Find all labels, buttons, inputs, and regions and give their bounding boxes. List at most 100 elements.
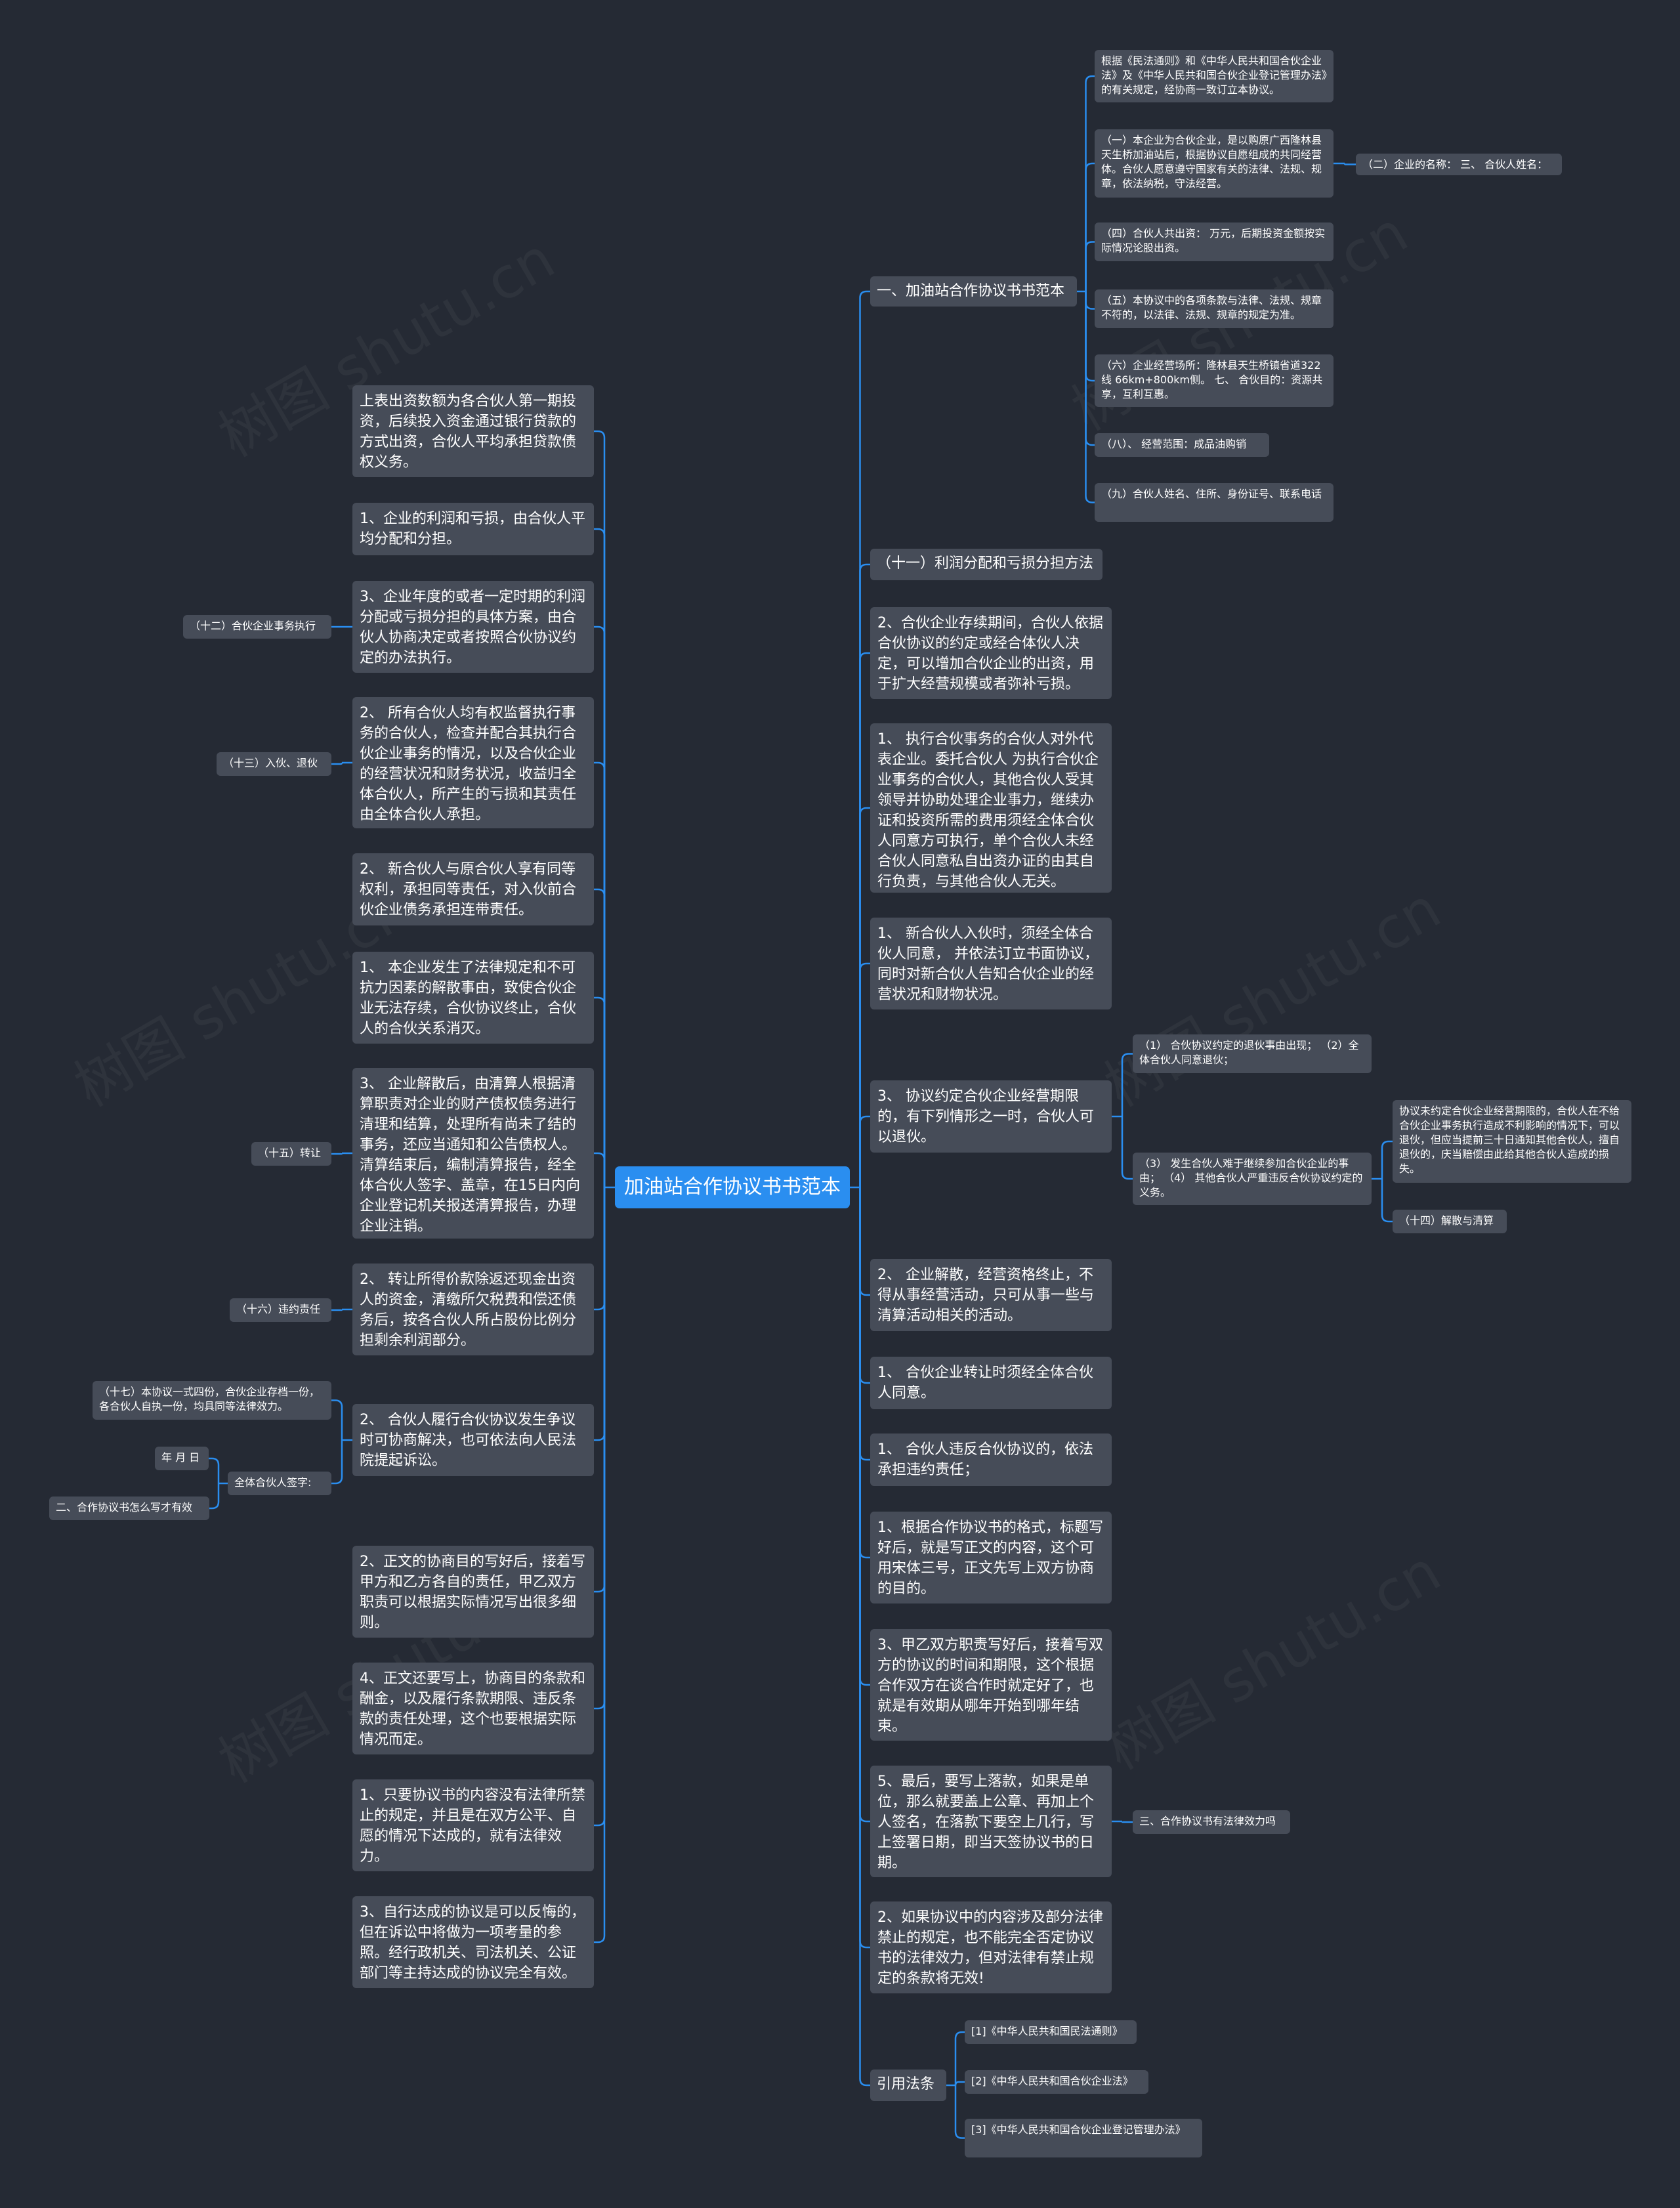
connector-line xyxy=(859,1187,870,1686)
topic-node[interactable]: 1、 执行合伙事务的合伙人对外代表企业。委托合伙人 为执行合伙企业事务的合伙人，… xyxy=(870,723,1112,893)
connector-line xyxy=(859,1187,870,1559)
topic-node[interactable]: 3、企业年度的或者一定时期的利润分配或亏损分担的具体方案，由合伙人协商决定或者按… xyxy=(352,581,594,673)
topic-node[interactable]: 2、 企业解散，经营资格终止，不得从事经营活动，只可从事一些与清算活动相关的活动… xyxy=(870,1259,1112,1331)
connector-line xyxy=(859,1187,870,1296)
subtopic-node[interactable]: 三、合作协议书有法律效力吗 xyxy=(1133,1810,1290,1834)
connector-line xyxy=(1121,1053,1133,1116)
topic-node[interactable]: 1、 新合伙人入伙时，须经全体合伙人同意， 并依法订立书面协议，同时对新合伙人告… xyxy=(870,918,1112,1009)
topic-node[interactable]: 5、最后，要写上落款，如果是单位，那么就要盖上公章、再加上个人签名，在落款下要空… xyxy=(870,1766,1112,1877)
connector-line xyxy=(859,290,870,1187)
subtopic-node[interactable]: （六）企业经营场所：隆林县天生桥镇省道322线 66km+800km侧。 七、 … xyxy=(1095,354,1334,407)
topic-node[interactable]: 2、 转让所得价款除返还现金出资人的资金，清缴所欠税费和偿还债务后，按各合伙人所… xyxy=(352,1263,594,1355)
connector-line xyxy=(859,962,870,1187)
connector-line xyxy=(594,1187,606,1311)
connector-line xyxy=(1085,291,1095,382)
topic-node[interactable]: 1、 本企业发生了法律规定和不可抗力因素的解散事由，致使合伙企业无法存续，合伙协… xyxy=(352,952,594,1044)
connector-line xyxy=(859,807,870,1187)
connector-line xyxy=(594,1187,606,1441)
subtopic-node[interactable]: （二）企业的名称： 三、 合伙人姓名： xyxy=(1356,154,1562,175)
connector-line xyxy=(209,1483,220,1510)
connector-line xyxy=(859,652,870,1187)
subtopic-node[interactable]: 全体合伙人签字: xyxy=(228,1472,331,1495)
connector-line xyxy=(859,1187,870,1461)
topic-node[interactable]: 3、甲乙双方职责写好后，接着写双方的协议的时间和期限，这个根据合作双方在谈合作时… xyxy=(870,1629,1112,1741)
topic-node[interactable]: 1、企业的利润和亏损，由合伙人平均分配和分担。 xyxy=(352,503,594,555)
subtopic-node[interactable]: 协议未约定合伙企业经营期限的，合伙人在不给合伙企业事务执行造成不利影响的情况下，… xyxy=(1393,1100,1631,1183)
subtopic-node[interactable]: （3） 发生合伙人难于继续参加合伙企业的事由； （4） 其他合伙人严重违反合伙协… xyxy=(1133,1153,1372,1205)
topic-node[interactable]: 3、自行达成的协议是可以反悔的，但在诉讼中将做为一项考量的参照。经行政机关、司法… xyxy=(352,1896,594,1988)
connector-line xyxy=(1381,1140,1393,1179)
connector-line xyxy=(594,528,606,1187)
topic-node[interactable]: 2、合伙企业存续期间，合伙人依据合伙协议的约定或经合体伙人决定，可以增加合伙企业… xyxy=(870,607,1112,699)
topic-node[interactable]: 引用法条 xyxy=(870,2070,946,2101)
connector-line xyxy=(331,1440,343,1485)
topic-node[interactable]: 2、 新合伙人与原合伙人享有同等权利，承担同等责任，对入伙前合伙企业债务承担连带… xyxy=(352,853,594,925)
subtopic-node[interactable]: （1） 合伙协议约定的退伙事由出现； （2）全体合伙人同意退伙； xyxy=(1133,1034,1372,1073)
connector-line xyxy=(859,1115,870,1187)
topic-node[interactable]: 2、如果协议中的内容涉及部分法律禁止的规定，也不能完全否定协议书的法律效力，但对… xyxy=(870,1901,1112,1993)
connector-line xyxy=(209,1457,220,1483)
subtopic-node[interactable]: 根据《民法通则》和《中华人民共和国合伙企业法》及《中华人民共和国合伙企业登记管理… xyxy=(1095,50,1334,102)
subtopic-node[interactable]: （十五）转让 xyxy=(251,1142,331,1166)
connector-line xyxy=(1085,291,1095,446)
topic-node[interactable]: 2、 所有合伙人均有权监督执行事务的合伙人，检查并配合其执行合伙企业事务的情况，… xyxy=(352,697,594,828)
connector-line xyxy=(594,888,606,1187)
subtopic-node[interactable]: （十四）解散与清算 xyxy=(1393,1210,1507,1233)
connector-line xyxy=(1343,163,1356,165)
connector-line xyxy=(859,1187,870,1823)
connector-line xyxy=(594,761,606,1187)
topic-node[interactable]: 2、正文的协商目的写好后，接着写甲方和乙方各自的责任，甲乙双方职责可以根据实际情… xyxy=(352,1546,594,1638)
connector-line xyxy=(594,1152,606,1187)
topic-node[interactable]: （十一）利润分配和亏损分担方法 xyxy=(870,549,1102,580)
root-topic[interactable]: 加油站合作协议书书范本 xyxy=(615,1166,850,1208)
connector-line xyxy=(859,563,870,1187)
subtopic-node[interactable]: （五）本协议中的各项条款与法律、法规、规章不符的，以法律、法规、规章的规定为准。 xyxy=(1095,289,1334,328)
connector-line xyxy=(859,1187,870,1384)
topic-node[interactable]: 上表出资数额为各合伙人第一期投资，后续投入资金通过银行贷款的方式出资，合伙人平均… xyxy=(352,385,594,477)
subtopic-node[interactable]: （十七）本协议一式四份，合伙企业存档一份，各合伙人自执一份，均具同等法律效力。 xyxy=(93,1381,331,1420)
subtopic-node[interactable]: （一）本企业为合伙企业，是以购原广西隆林县天生桥加油站后，根据协议自愿组成的共同… xyxy=(1095,129,1334,198)
connector-line xyxy=(594,1187,606,1593)
connector-line xyxy=(954,2081,965,2086)
topic-node[interactable]: 一、加油站合作协议书书范本 xyxy=(870,276,1077,307)
connector-line xyxy=(331,762,343,765)
topic-node[interactable]: 2、 合伙人履行合伙协议发生争议时可协商解决，也可依法向人民法院提起诉讼。 xyxy=(352,1404,594,1476)
topic-node[interactable]: 1、只要协议书的内容没有法律所禁止的规定，并且是在双方公平、自愿的情况下达成的，… xyxy=(352,1779,594,1871)
connector-line xyxy=(1085,162,1095,291)
subtopic-node[interactable]: [3]《中华人民共和国合伙企业登记管理办法》 xyxy=(965,2119,1202,2157)
topic-node[interactable]: 1、 合伙人违反合伙协议的，依法承担违约责任； xyxy=(870,1433,1112,1486)
connector-line xyxy=(1085,75,1095,291)
connector-line xyxy=(1121,1116,1133,1180)
connector-line xyxy=(954,2031,965,2085)
subtopic-node[interactable]: [1]《中华人民共和国民法通则》 xyxy=(965,2020,1137,2044)
subtopic-node[interactable]: 年 月 日 xyxy=(155,1447,209,1470)
topic-node[interactable]: 3、 企业解散后，由清算人根据清算职责对企业的财产债权债务进行清理和结算，处理所… xyxy=(352,1068,594,1239)
connector-line xyxy=(1085,291,1095,310)
connector-line xyxy=(859,1187,870,1949)
connector-line xyxy=(1381,1179,1393,1223)
connector-line xyxy=(594,996,606,1187)
subtopic-node[interactable]: （四）合伙人共出资： 万元，后期投资金额按实际情况论股出资。 xyxy=(1095,223,1334,261)
subtopic-node[interactable]: （九）合伙人姓名、住所、身份证号、联系电话 xyxy=(1095,483,1334,522)
connector-line xyxy=(594,1187,606,1827)
subtopic-node[interactable]: （十六）违约责任 xyxy=(230,1298,331,1322)
connector-line xyxy=(331,1153,343,1155)
connector-line xyxy=(1121,1821,1133,1823)
topic-node[interactable]: 3、 协议约定合伙企业经营期限的，有下列情形之一时，合伙人可以退伙。 xyxy=(870,1080,1112,1153)
connector-line xyxy=(594,1187,606,1943)
connector-line xyxy=(954,2085,965,2139)
subtopic-node[interactable]: （十三）入伙、退伙 xyxy=(217,752,331,776)
subtopic-node[interactable]: （八）、 经营范围：成品油购销 xyxy=(1095,433,1269,457)
topic-node[interactable]: 1、根据合作协议书的格式，标题写好后，就是写正文的内容，这个可用宋体三号，正文先… xyxy=(870,1512,1112,1603)
topic-node[interactable]: 4、正文还要写上，协商目的条款和酬金，以及履行条款期限、违反条款的责任处理，这个… xyxy=(352,1663,594,1754)
connector-line xyxy=(1085,241,1095,291)
topic-node[interactable]: 1、 合伙企业转让时须经全体合伙人同意。 xyxy=(870,1357,1112,1409)
connector-line xyxy=(594,1187,606,1710)
connector-line xyxy=(1085,291,1095,503)
subtopic-node[interactable]: （十二）合伙企业事务执行 xyxy=(183,615,331,639)
subtopic-node[interactable]: 二、合作协议书怎么写才有效 xyxy=(49,1497,209,1520)
subtopic-node[interactable]: [2]《中华人民共和国合伙企业法》 xyxy=(965,2070,1148,2094)
connector-line xyxy=(331,1399,343,1440)
